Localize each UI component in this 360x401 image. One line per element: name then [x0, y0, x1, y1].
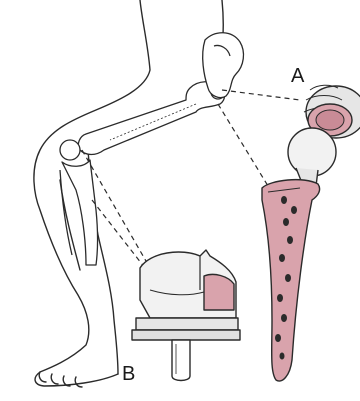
pelvis-bone — [203, 33, 244, 98]
knee-implant — [132, 250, 240, 381]
connector-hip-cup — [222, 90, 300, 100]
femoral-head — [288, 128, 336, 176]
knee-bones — [60, 140, 98, 265]
connector-hip-stem — [218, 104, 268, 186]
connector-lines — [82, 90, 300, 268]
label-a: A — [291, 66, 304, 86]
hip-stem — [262, 128, 336, 381]
femur-bone — [78, 82, 225, 155]
label-b: B — [122, 364, 135, 384]
connector-knee-lower — [92, 200, 145, 268]
